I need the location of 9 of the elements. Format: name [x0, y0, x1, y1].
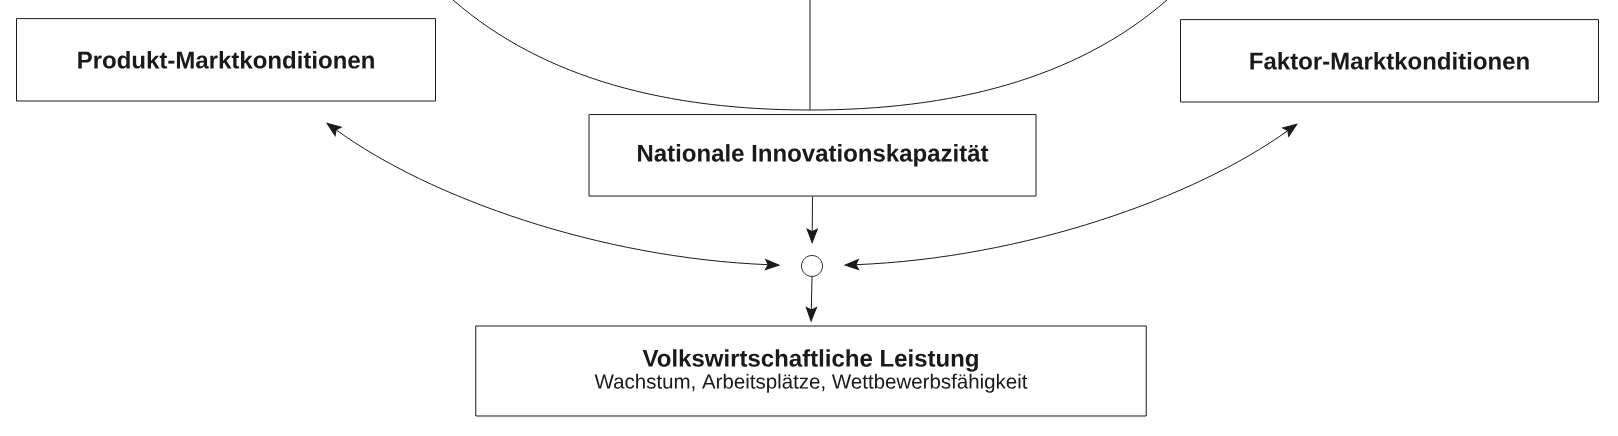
double-arrow — [844, 123, 1298, 271]
arrow — [806, 196, 818, 244]
junction-circle — [801, 255, 823, 277]
text-box: Produkt-Marktkonditionen — [16, 18, 436, 102]
text-box: Nationale Innovationskapazität — [588, 114, 1037, 197]
double-arrow — [326, 122, 780, 271]
arrow — [805, 276, 817, 322]
text-box: Volkswirtschaftliche Leistung Wachstum, Arbeitsplätze, Wettbewerbsfähigkeit — [475, 325, 1147, 417]
text-box: Faktor-Marktkonditionen — [1180, 19, 1599, 103]
